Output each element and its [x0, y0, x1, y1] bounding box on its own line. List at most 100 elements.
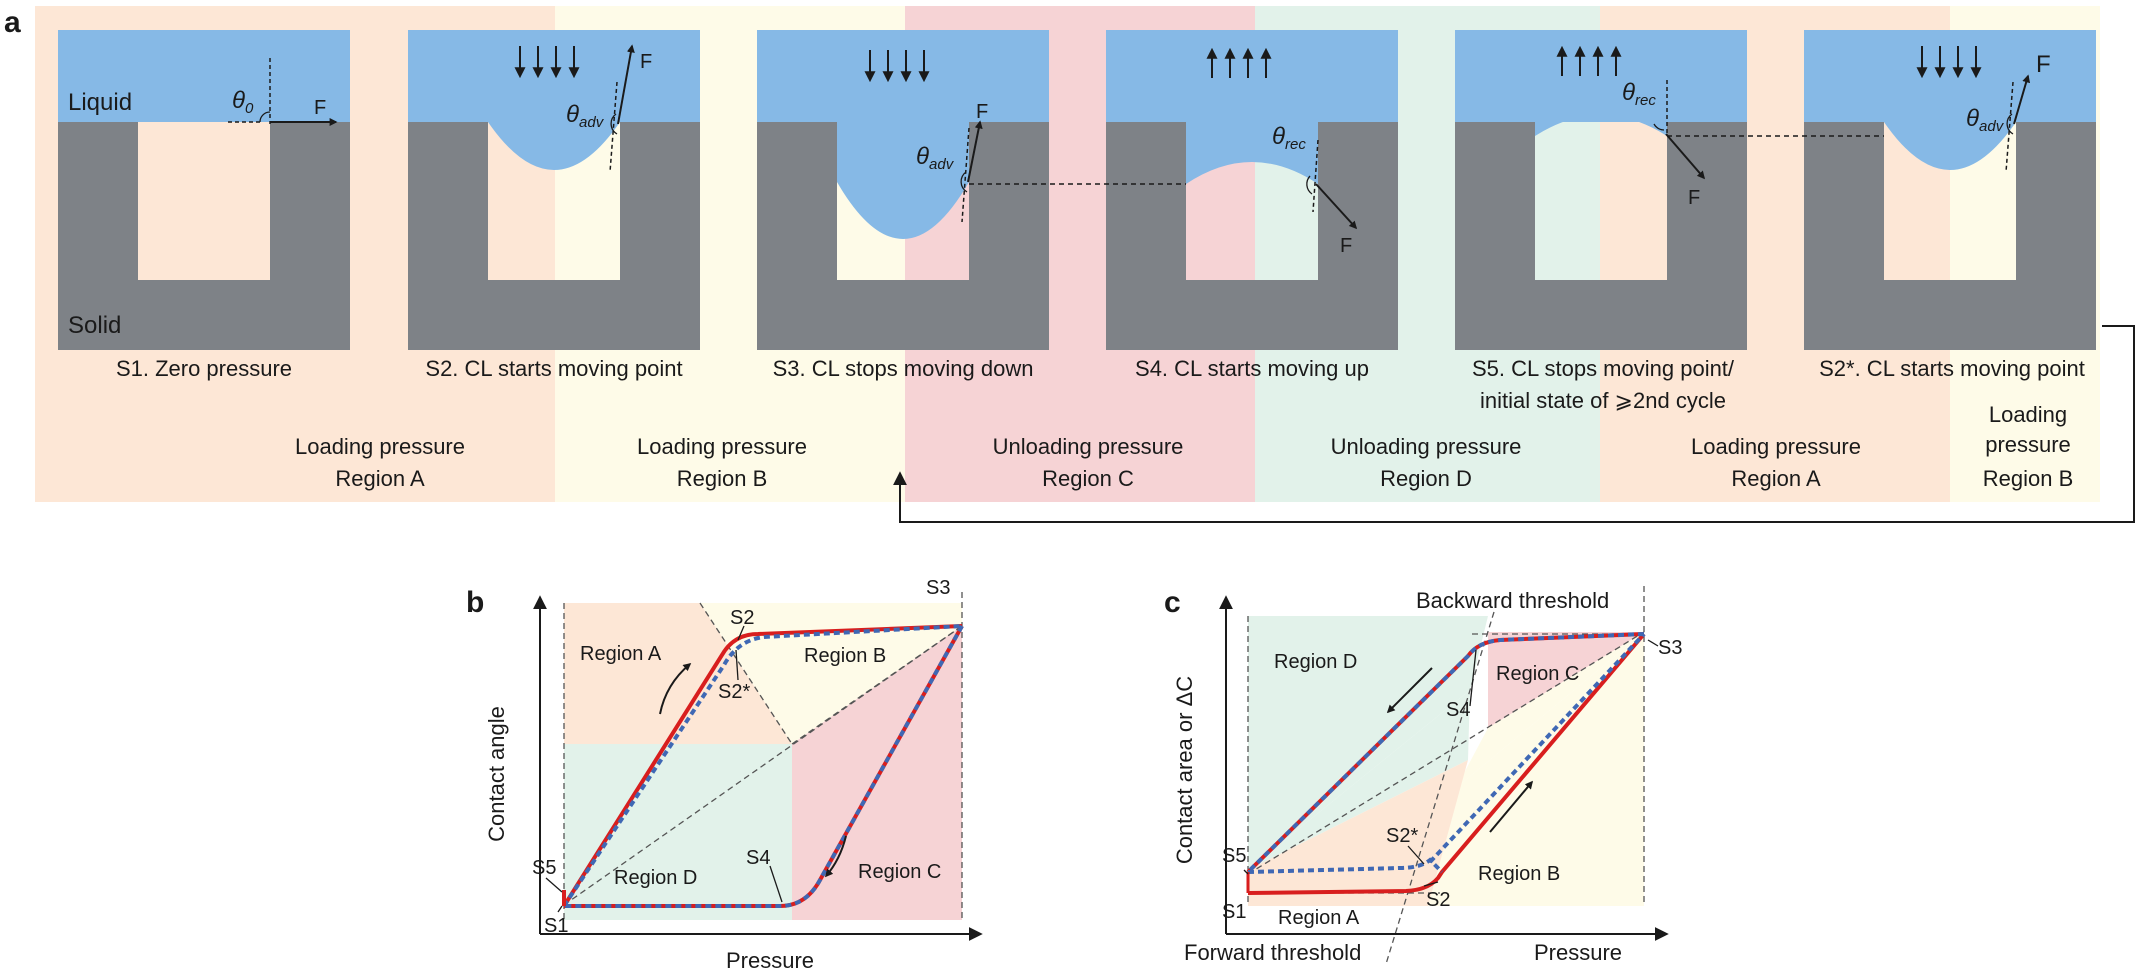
region-a-label: Region A — [1278, 907, 1360, 929]
point-s5: S5 — [532, 857, 556, 879]
curve-unloading-blue — [564, 625, 964, 908]
theta-0-label: θ0 — [232, 87, 254, 117]
region-c-label: Region C — [858, 861, 941, 883]
theta-rec-label: θrec — [1272, 123, 1306, 153]
force-arrow — [967, 120, 983, 183]
region-caption-1-line2: Region A — [335, 466, 425, 491]
pressure-arrows-down — [514, 46, 580, 79]
region-caption-6-line1: Loading — [1989, 402, 2067, 427]
y-axis-label: Contact area or ΔC — [1172, 676, 1197, 864]
pressure-arrows-up — [1206, 47, 1272, 78]
stage-caption-2: S2. CL starts moving point — [425, 356, 682, 381]
region-caption-4-line1: Unloading pressure — [1331, 434, 1522, 459]
force-arrow — [617, 44, 635, 125]
meniscus — [1884, 122, 2016, 170]
y-axis-label: Contact angle — [484, 706, 509, 842]
stage-box-6: θadv F — [1804, 30, 2096, 350]
meniscus — [1535, 115, 1667, 136]
panel-b: b Contact angle Pressure S — [466, 577, 983, 971]
stage-caption-5-line2: initial state of ⩾2nd cycle — [1480, 388, 1726, 413]
point-s2: S2 — [730, 607, 754, 629]
liquid — [1106, 30, 1398, 122]
point-s5: S5 — [1222, 845, 1246, 867]
liquid — [1804, 30, 2096, 122]
stage-caption-5: S5. CL stops moving point/ — [1472, 356, 1735, 381]
panel-c: c Contact area or ΔC Pressure — [1164, 586, 1682, 965]
region-d-label: Region D — [614, 867, 697, 889]
region-a-label: Region A — [580, 643, 662, 665]
region-caption-1-line1: Loading pressure — [295, 434, 465, 459]
meniscus — [1186, 122, 1318, 184]
point-s3: S3 — [926, 577, 950, 599]
force-label: F — [2036, 51, 2051, 78]
stage-caption-6: S2*. CL starts moving point — [1819, 356, 2085, 381]
forward-threshold-label: Forward threshold — [1184, 940, 1361, 965]
region-b-label: Region B — [804, 645, 886, 667]
force-label: F — [314, 97, 326, 119]
region-c-label: Region C — [1496, 663, 1579, 685]
force-label: F — [976, 101, 988, 123]
unloading-arrow — [1386, 667, 1433, 714]
loading-arrow — [659, 662, 692, 715]
region-b-label: Region B — [1478, 863, 1560, 885]
cavity-right — [1600, 122, 1667, 280]
stage-box-3: θadv F — [757, 30, 1049, 350]
curve-first-cycle — [1247, 632, 1646, 895]
liquid — [58, 30, 350, 122]
region-c-fill — [792, 744, 962, 920]
panel-c-letter: c — [1164, 586, 1181, 619]
stage-box-4: θrec F — [1106, 30, 1398, 350]
point-s2-star: S2* — [1386, 825, 1418, 847]
region-caption-2-line1: Loading pressure — [637, 434, 807, 459]
point-s4: S4 — [746, 847, 770, 869]
solid-label: Solid — [68, 312, 121, 339]
liquid — [408, 30, 700, 122]
stage-box-2: θadv F — [408, 30, 700, 350]
force-label: F — [640, 51, 652, 73]
curve-first-cycle — [562, 624, 963, 908]
pressure-arrows-down — [1916, 46, 1982, 79]
unloading-arrow — [824, 835, 847, 878]
stage-box-1: Liquid Solid θ0 F — [58, 30, 350, 350]
panel-b-letter: b — [466, 586, 484, 619]
panel-a: a Liquid Solid θ0 F — [4, 6, 2135, 523]
force-label: F — [1340, 235, 1352, 257]
point-s4: S4 — [1446, 699, 1470, 721]
curve-second-cycle — [562, 624, 963, 908]
panel-a-letter: a — [4, 6, 21, 39]
theta-rec-label: θrec — [1622, 79, 1656, 109]
region-caption-6-line2: Region B — [1983, 466, 2074, 491]
force-arrow — [2013, 74, 2031, 125]
point-s3: S3 — [1658, 637, 1682, 659]
liquid — [1455, 30, 1747, 122]
point-s2: S2 — [1426, 889, 1450, 911]
cavity — [138, 122, 270, 280]
region-caption-3-line1: Unloading pressure — [993, 434, 1184, 459]
stage-caption-4: S4. CL starts moving up — [1135, 356, 1369, 381]
liquid — [757, 30, 1049, 122]
x-axis-label: Pressure — [1534, 940, 1622, 965]
stage-caption-3: S3. CL stops moving down — [773, 356, 1034, 381]
region-caption-5-line2: Region A — [1731, 466, 1821, 491]
curve-unloading-blue — [1246, 632, 1645, 874]
liquid-label: Liquid — [68, 89, 132, 116]
pressure-arrows-down — [864, 50, 930, 83]
region-d-fill — [1248, 616, 1488, 870]
force-label: F — [1688, 187, 1700, 209]
region-a-fill — [564, 603, 792, 744]
cavity-left — [1535, 122, 1600, 280]
region-caption-3-line2: Region C — [1042, 466, 1134, 491]
region-d-label: Region D — [1274, 651, 1357, 673]
loading-arrow — [1489, 780, 1534, 833]
region-caption-6-line1b: pressure — [1985, 432, 2071, 457]
pressure-arrows-up — [1556, 45, 1622, 76]
theta-adv-label: θadv — [916, 143, 955, 173]
theta-adv-label: θadv — [566, 101, 605, 131]
force-arrow — [1665, 133, 1706, 180]
point-s1: S1 — [1222, 901, 1246, 923]
point-s1: S1 — [544, 915, 568, 937]
x-axis-label: Pressure — [726, 948, 814, 971]
theta-adv-label: θadv — [1966, 105, 2005, 135]
cycle-return-arrow — [893, 325, 2135, 523]
